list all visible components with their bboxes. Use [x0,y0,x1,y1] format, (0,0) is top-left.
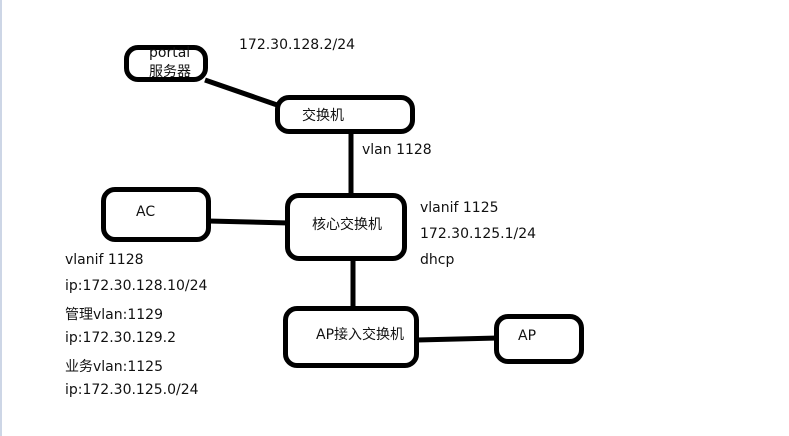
link-portal-switch [204,77,281,109]
core-ip-label: 172.30.125.1/24 [420,226,537,242]
core-vlanif-label: vlanif 1125 [420,200,499,216]
node-ap: AP [494,314,584,364]
ac-info-line: ip:172.30.128.10/24 [65,278,208,294]
portal-ip-label: 172.30.128.2/24 [239,37,356,53]
core-dhcp-label: dhcp [420,252,455,268]
ac-info-line: ip:172.30.125.0/24 [65,382,199,398]
node-core-switch-label: 核心交换机 [312,217,382,233]
node-portal-server: portal服务器 [124,45,208,82]
node-ap-access-switch-label: AP接入交换机 [316,327,405,343]
left-border [0,0,2,436]
ac-info-line: vlanif 1128 [65,252,144,268]
node-ac-label: AC [136,203,156,220]
ac-info-line: ip:172.30.129.2 [65,330,177,346]
node-switch-label: 交换机 [302,107,344,124]
node-ap-label: AP [518,328,537,344]
node-core-switch: 核心交换机 [285,193,407,261]
ac-info-line: 业务vlan:1125 [65,359,163,375]
uplink-vlan-label: vlan 1128 [362,142,432,158]
node-ac: AC [101,187,211,242]
node-switch: 交换机 [275,95,415,134]
link-apswitch-ap [416,335,499,343]
node-portal-server-label: portal服务器 [149,44,191,80]
ac-info-line: 管理vlan:1129 [65,307,163,323]
link-ac-core [207,218,290,226]
node-ap-access-switch: AP接入交换机 [283,306,419,368]
